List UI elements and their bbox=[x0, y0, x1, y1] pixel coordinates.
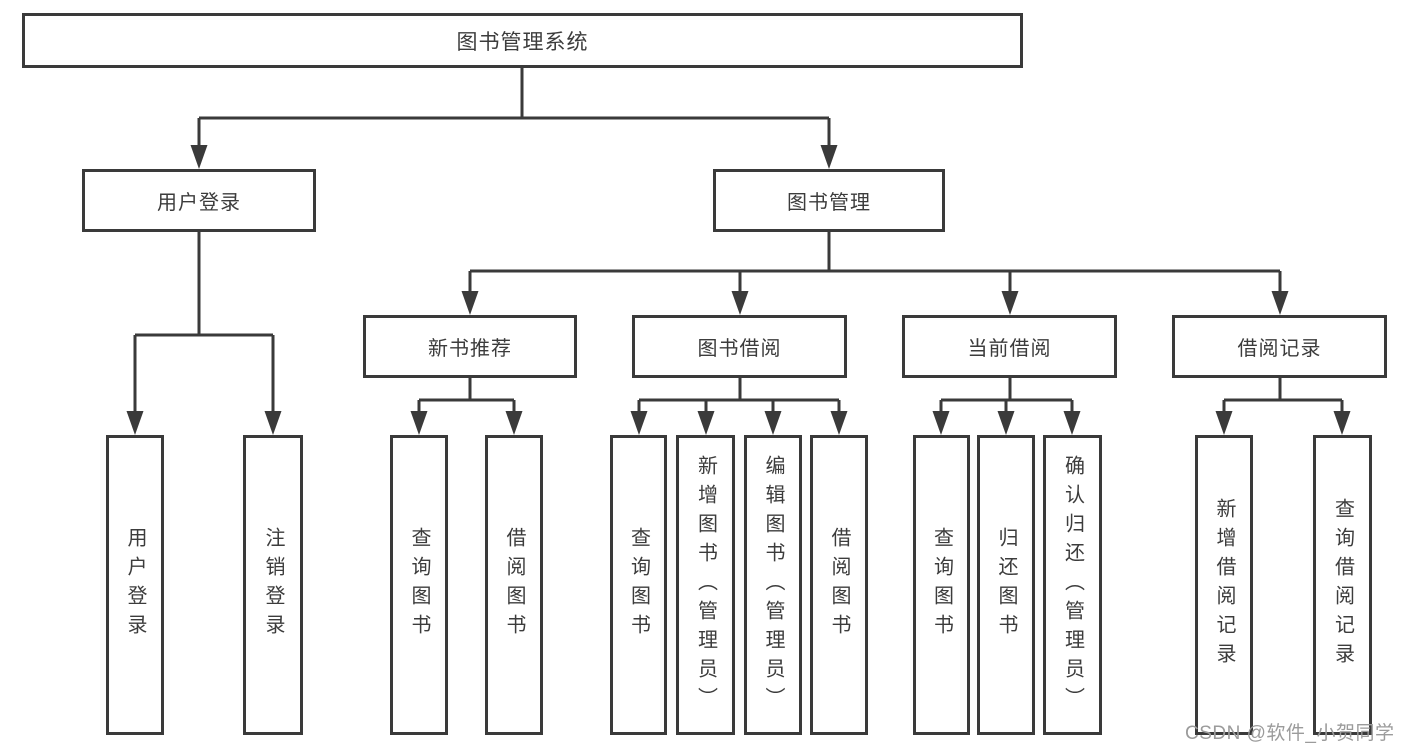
arrowhead-icon bbox=[1215, 411, 1233, 435]
arrowhead-icon bbox=[1271, 291, 1289, 315]
node-current-borrowing: 当前借阅 bbox=[902, 315, 1117, 378]
arrowhead-icon bbox=[731, 291, 749, 315]
leaf-label: 注销登录 bbox=[262, 527, 284, 643]
leaf-label: 新增图书（管理员） bbox=[694, 454, 717, 716]
leaf-logout: 注销登录 bbox=[243, 435, 303, 735]
leaf-query-borrow-record: 查询借阅记录 bbox=[1313, 435, 1372, 735]
csdn-watermark: CSDN @软件_小贺同学 bbox=[1185, 723, 1395, 744]
arrowhead-icon bbox=[697, 411, 715, 435]
leaf-return-books: 归还图书 bbox=[977, 435, 1035, 735]
leaf-label: 查询图书 bbox=[627, 527, 650, 643]
arrowhead-icon bbox=[1001, 291, 1019, 315]
node-user-login: 用户登录 bbox=[82, 169, 316, 232]
arrowhead-icon bbox=[1063, 411, 1081, 435]
leaf-label: 新增借阅记录 bbox=[1213, 498, 1235, 672]
leaf-query-books-borrowing: 查询图书 bbox=[610, 435, 667, 735]
leaf-label: 确认归还（管理员） bbox=[1061, 454, 1084, 716]
arrowhead-icon bbox=[764, 411, 782, 435]
tree-edges bbox=[133, 68, 1344, 418]
arrowhead-icon bbox=[126, 411, 144, 435]
arrowhead-icon bbox=[264, 411, 282, 435]
leaf-label: 借阅图书 bbox=[503, 527, 525, 643]
leaf-add-books-admin: 新增图书（管理员） bbox=[676, 435, 735, 735]
leaf-label: 归还图书 bbox=[995, 527, 1017, 643]
node-book-borrowing: 图书借阅 bbox=[632, 315, 847, 378]
leaf-confirm-return-admin: 确认归还（管理员） bbox=[1043, 435, 1102, 735]
node-borrow-records: 借阅记录 bbox=[1172, 315, 1387, 378]
leaf-borrow-books: 借阅图书 bbox=[810, 435, 868, 735]
arrowhead-icon bbox=[830, 411, 848, 435]
arrowhead-icon bbox=[997, 411, 1015, 435]
leaf-label: 查询图书 bbox=[408, 527, 430, 643]
leaf-label: 借阅图书 bbox=[828, 527, 850, 643]
leaf-add-borrow-record: 新增借阅记录 bbox=[1195, 435, 1253, 735]
arrowhead-icon bbox=[190, 145, 208, 169]
leaf-label: 查询借阅记录 bbox=[1331, 498, 1354, 672]
leaf-label: 编辑图书（管理员） bbox=[762, 454, 784, 716]
leaf-query-books-current: 查询图书 bbox=[913, 435, 970, 735]
leaf-label: 用户登录 bbox=[124, 527, 146, 643]
leaf-borrow-books-recommend: 借阅图书 bbox=[485, 435, 543, 735]
node-system-root: 图书管理系统 bbox=[22, 13, 1023, 68]
arrowhead-icon bbox=[820, 145, 838, 169]
arrowhead-icon bbox=[630, 411, 648, 435]
arrowhead-icon bbox=[932, 411, 950, 435]
node-book-management: 图书管理 bbox=[713, 169, 945, 232]
leaf-label: 查询图书 bbox=[930, 527, 953, 643]
arrowhead-icon bbox=[461, 291, 479, 315]
leaf-edit-books-admin: 编辑图书（管理员） bbox=[744, 435, 802, 735]
arrowhead-icon bbox=[410, 411, 428, 435]
leaf-query-books-recommend: 查询图书 bbox=[390, 435, 448, 735]
node-new-book-recommend: 新书推荐 bbox=[363, 315, 577, 378]
arrowhead-icon bbox=[1333, 411, 1351, 435]
arrowhead-icon bbox=[505, 411, 523, 435]
leaf-user-login: 用户登录 bbox=[106, 435, 164, 735]
